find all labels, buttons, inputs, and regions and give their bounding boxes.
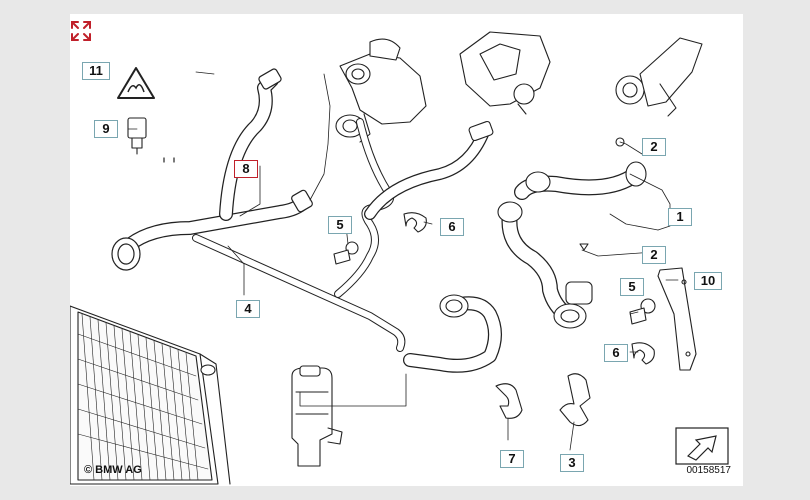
callout-11[interactable]: 11 (82, 62, 110, 80)
callout-2-top[interactable]: 2 (642, 138, 666, 156)
parts-diagram: 11 9 8 4 5 6 2 1 2 5 10 6 7 3 © BMW AG 0… (70, 14, 743, 486)
thermostat-housing (335, 38, 427, 143)
diagram-drawing (70, 31, 729, 485)
callout-5-center[interactable]: 5 (328, 216, 352, 234)
leader-lines (127, 71, 679, 451)
temperature-sensor (127, 117, 147, 155)
copyright-label: © BMW AG (84, 464, 142, 476)
lower-hose (403, 294, 502, 373)
callout-2-bottom[interactable]: 2 (642, 246, 666, 264)
diagram-id-label: 00158517 (686, 465, 732, 476)
callout-8[interactable]: 8 (234, 160, 258, 178)
bypass-hose (364, 120, 494, 220)
bracket-10 (657, 267, 697, 371)
radiator (70, 305, 231, 485)
callout-9[interactable]: 9 (94, 120, 118, 138)
upper-hose (111, 68, 313, 271)
callout-3[interactable]: 3 (560, 454, 584, 472)
clips-right (579, 137, 656, 365)
expand-icon[interactable] (70, 20, 92, 42)
callout-10[interactable]: 10 (694, 272, 722, 290)
callout-6-center[interactable]: 6 (440, 218, 464, 236)
engine-block (459, 31, 703, 117)
callout-6-right[interactable]: 6 (604, 344, 628, 362)
callout-1[interactable]: 1 (668, 208, 692, 226)
callout-4[interactable]: 4 (236, 300, 260, 318)
hose-1 (497, 161, 647, 329)
clips-bottom (495, 373, 591, 427)
arrow-pointer-icon (675, 427, 729, 465)
hot-coolant-warning-icon (117, 67, 155, 99)
clips-center (333, 212, 427, 265)
expansion-tank (291, 365, 343, 467)
return-pipe (192, 118, 406, 352)
callout-5-right[interactable]: 5 (620, 278, 644, 296)
callout-7[interactable]: 7 (500, 450, 524, 468)
